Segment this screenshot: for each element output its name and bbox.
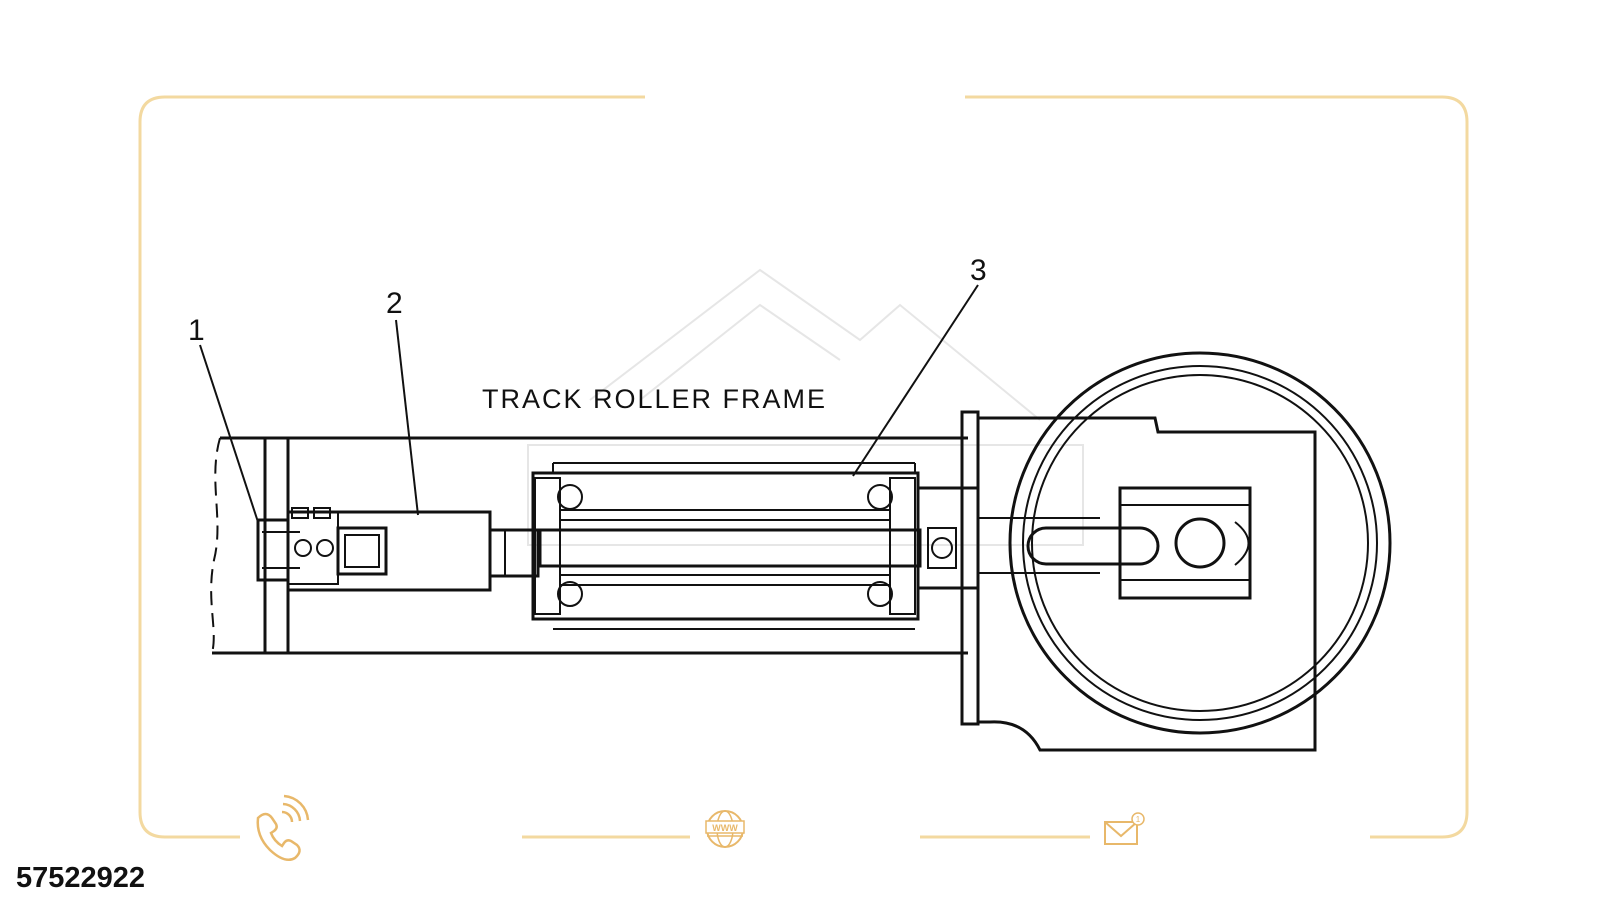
frame-border	[138, 95, 1469, 839]
leader-lines	[199, 284, 979, 523]
callout-1: 1	[188, 314, 205, 347]
globe-icon: WWW	[705, 810, 745, 848]
part-number: 57522922	[16, 862, 146, 894]
yoke-assembly	[916, 410, 1252, 726]
track-roller-frame	[210, 436, 968, 655]
part-1-fitting	[256, 507, 388, 585]
globe-www-text: WWW	[712, 823, 738, 833]
phone-icon	[256, 794, 310, 861]
mail-icon: 1	[1104, 812, 1145, 845]
idler-wheel	[978, 351, 1392, 752]
diagram-title: TRACK ROLLER FRAME	[482, 384, 827, 414]
mail-badge-count: 1	[1136, 815, 1141, 824]
callout-3: 3	[970, 254, 987, 287]
part-2-cylinder	[286, 510, 540, 592]
watermark-logo	[527, 268, 1084, 546]
callout-2: 2	[386, 287, 403, 320]
